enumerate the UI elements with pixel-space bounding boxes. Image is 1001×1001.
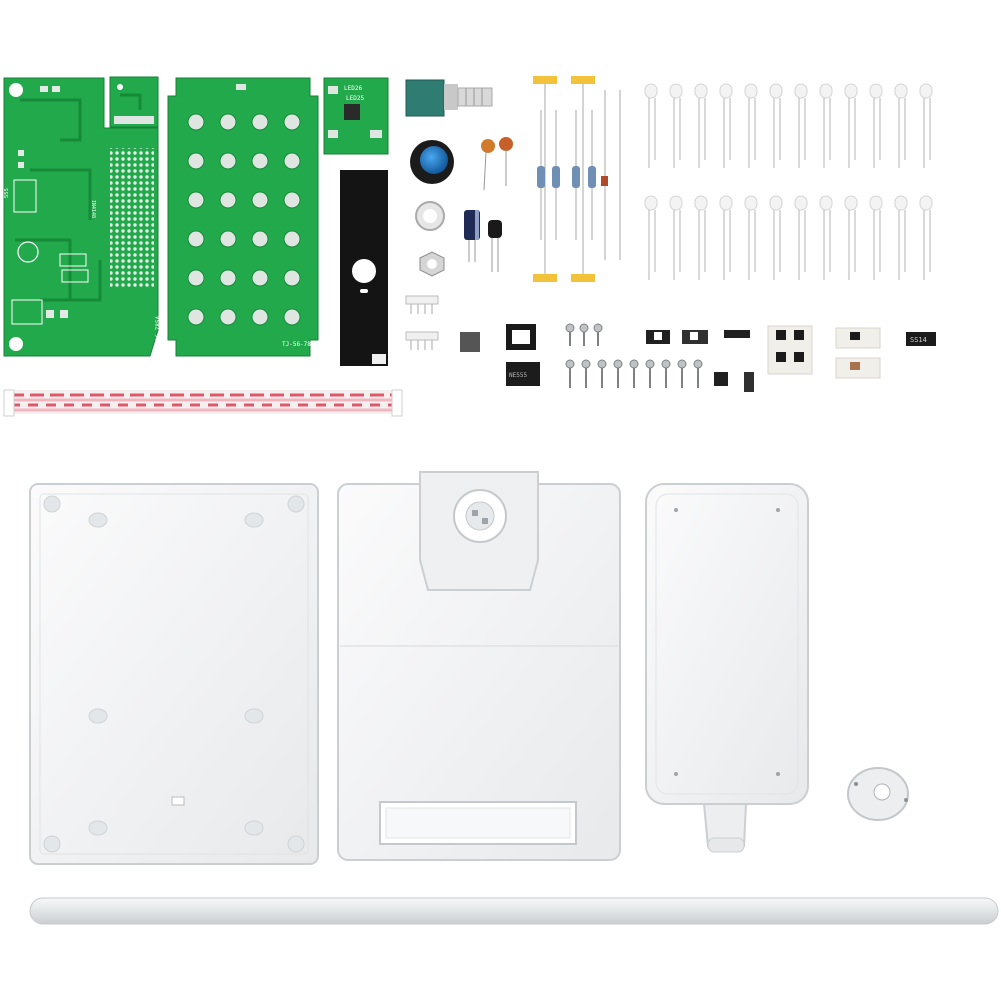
led-pcb-label: TJ-56-785B: [282, 341, 319, 348]
led-pcb: TJ-56-785B: [167, 77, 319, 357]
ic-icon: NE555: [506, 324, 540, 386]
resistor-icon: [533, 76, 621, 282]
case-back-panel: [29, 483, 319, 865]
cable-icon: [3, 389, 403, 417]
rod-holder: [847, 767, 909, 821]
main-pcb-silkscreen: 555 IN4148: [4, 188, 96, 218]
svg-text:SS14: SS14: [910, 336, 927, 344]
small-pcb-label-b: LED25: [346, 95, 364, 102]
electrolytic-capacitor-icon: [464, 210, 502, 272]
pin-header-icon: [405, 295, 439, 350]
potentiometer-icon: [405, 79, 493, 117]
main-pcb: 555 IN4148: [3, 77, 159, 357]
led-icon: [644, 83, 933, 211]
lamp-head-shell: [645, 483, 809, 853]
knob-icon: [410, 140, 454, 184]
svg-text:555: 555: [4, 188, 10, 198]
connector-icon: [646, 330, 754, 392]
diode-icon: SS14: [906, 332, 936, 346]
small-pcb-top: [109, 76, 159, 128]
switch-icon: [460, 332, 480, 352]
svg-text:IN4148: IN4148: [90, 200, 96, 218]
led-module-icon: [767, 325, 881, 379]
main-pcb-label: TJ-56-785A: [155, 315, 162, 352]
svg-text:NE555: NE555: [509, 372, 527, 379]
small-pcb-label-a: LED26: [344, 85, 362, 92]
capacitor-icon: [481, 137, 513, 191]
screw-icon: [565, 323, 703, 369]
lamp-rod: [29, 897, 999, 925]
black-bracket: [340, 170, 388, 366]
small-pcb-driver: LED26 LED25: [323, 77, 389, 155]
case-base: [337, 471, 621, 861]
